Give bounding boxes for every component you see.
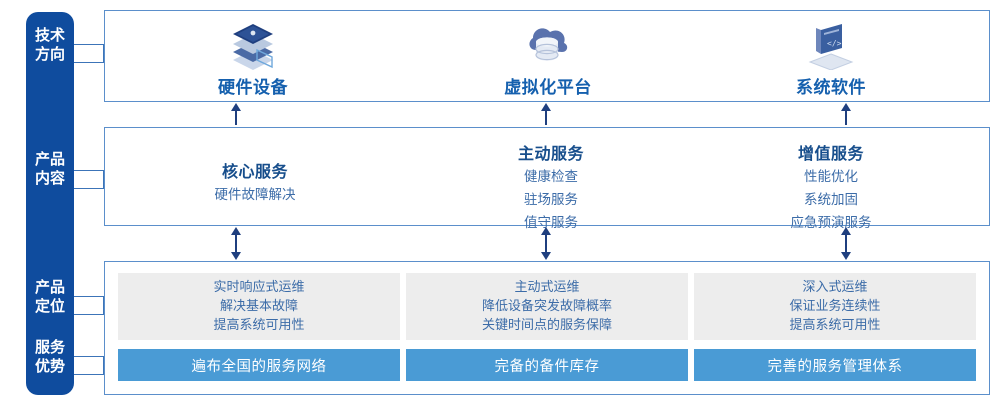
position-line: 保证业务连续性 — [789, 299, 881, 314]
advantage-label: 完善的服务管理体系 — [767, 358, 903, 375]
sidebar-panel — [26, 12, 74, 395]
position-line: 关键时间点的服务保障 — [481, 318, 612, 333]
position-card-indepth[interactable]: 深入式运维 保证业务连续性 提高系统可用性 — [694, 273, 976, 340]
tech-column-system-software[interactable]: </> 系统软件 — [701, 19, 961, 98]
position-line: 主动式运维 — [514, 280, 580, 295]
cloud-database-icon — [418, 19, 678, 71]
advantage-bar-management-system[interactable]: 完善的服务管理体系 — [694, 349, 976, 381]
sidebar-item-label-line2: 优势 — [34, 357, 65, 375]
product-content-panel: 核心服务 硬件故障解决 主动服务 健康检查 驻场服务 值守服务 增值服务 性能优… — [104, 127, 990, 231]
connector-line-tech-top — [74, 44, 104, 45]
content-item: 性能优化 — [804, 169, 858, 185]
advantage-label: 完备的备件库存 — [494, 358, 600, 375]
connector-line-position-bottom — [74, 314, 104, 315]
svg-text:</>: </> — [827, 39, 842, 48]
connector-line-tech-bottom — [74, 62, 104, 63]
position-card-realtime[interactable]: 实时响应式运维 解决基本故障 提高系统可用性 — [118, 273, 400, 340]
advantage-label: 遍布全国的服务网络 — [191, 358, 327, 375]
sidebar-item-label-line1: 技术 — [34, 26, 65, 44]
position-line: 实时响应式运维 — [213, 280, 305, 295]
arrow-bidirectional-active — [536, 227, 556, 260]
tech-title-system-software: 系统软件 — [796, 78, 866, 98]
laptop-code-icon: </> — [701, 19, 961, 71]
advantage-bar-service-network[interactable]: 遍布全国的服务网络 — [118, 349, 400, 381]
content-column-core-service[interactable]: 核心服务 硬件故障解决 — [115, 158, 395, 205]
content-column-value-added-service[interactable]: 增值服务 性能优化 系统加固 应急预演服务 — [691, 140, 971, 233]
content-item: 驻场服务 — [524, 192, 578, 208]
content-title-active-service: 主动服务 — [517, 144, 584, 163]
sidebar-item-label-line1: 产品 — [34, 278, 65, 296]
sidebar-item-product-content[interactable]: 产品 内容 — [26, 150, 74, 188]
sidebar-item-label-line1: 产品 — [34, 150, 65, 168]
connector-line-advantage-top — [74, 356, 104, 357]
content-item: 系统加固 — [804, 192, 858, 208]
arrow-up-hardware — [226, 103, 246, 125]
content-title-value-added-service: 增值服务 — [797, 144, 864, 163]
sidebar-item-label-line1: 服务 — [34, 338, 65, 356]
product-position-panel: 实时响应式运维 解决基本故障 提高系统可用性 主动式运维 降低设备突发故障概率 … — [104, 261, 990, 395]
sidebar-item-label-line2: 定位 — [34, 297, 65, 315]
position-line: 降低设备突发故障概率 — [481, 299, 612, 314]
content-item: 健康检查 — [524, 169, 578, 185]
connector-bracket-position — [103, 296, 104, 314]
tech-title-virtualization: 虚拟化平台 — [504, 78, 592, 98]
position-line: 提高系统可用性 — [789, 318, 881, 333]
arrow-bidirectional-core — [226, 227, 246, 260]
arrow-bidirectional-value-added — [836, 227, 856, 260]
content-item: 硬件故障解决 — [214, 187, 296, 203]
connector-bracket-content — [103, 170, 104, 188]
sidebar-item-service-advantage[interactable]: 服务 优势 — [26, 338, 74, 376]
tech-column-virtualization[interactable]: 虚拟化平台 — [418, 19, 678, 98]
sidebar-item-product-position[interactable]: 产品 定位 — [26, 278, 74, 316]
position-line: 解决基本故障 — [219, 299, 298, 314]
connector-bracket-tech — [103, 44, 104, 62]
server-stack-icon — [123, 19, 383, 71]
tech-column-hardware[interactable]: 硬件设备 — [123, 19, 383, 98]
content-item: 应急预演服务 — [790, 215, 872, 231]
sidebar-item-tech-direction[interactable]: 技术 方向 — [26, 26, 74, 64]
content-item: 值守服务 — [524, 215, 578, 231]
arrow-up-virtualization — [536, 103, 556, 125]
connector-bracket-advantage — [103, 356, 104, 374]
connector-line-advantage-bottom — [74, 374, 104, 375]
arrow-up-system-software — [836, 103, 856, 125]
connector-line-position-top — [74, 296, 104, 297]
content-column-active-service[interactable]: 主动服务 健康检查 驻场服务 值守服务 — [411, 140, 691, 233]
tech-direction-panel: 硬件设备 虚拟化平台 — [104, 10, 990, 102]
sidebar-item-label-line2: 内容 — [34, 169, 65, 187]
advantage-bar-spare-parts[interactable]: 完备的备件库存 — [406, 349, 688, 381]
sidebar-item-label-line2: 方向 — [34, 45, 65, 63]
position-line: 提高系统可用性 — [213, 318, 305, 333]
tech-title-hardware: 硬件设备 — [218, 78, 288, 98]
content-title-core-service: 核心服务 — [221, 162, 288, 181]
connector-line-content-bottom — [74, 188, 104, 189]
connector-line-content-top — [74, 170, 104, 171]
position-line: 深入式运维 — [802, 280, 868, 295]
position-card-proactive[interactable]: 主动式运维 降低设备突发故障概率 关键时间点的服务保障 — [406, 273, 688, 340]
